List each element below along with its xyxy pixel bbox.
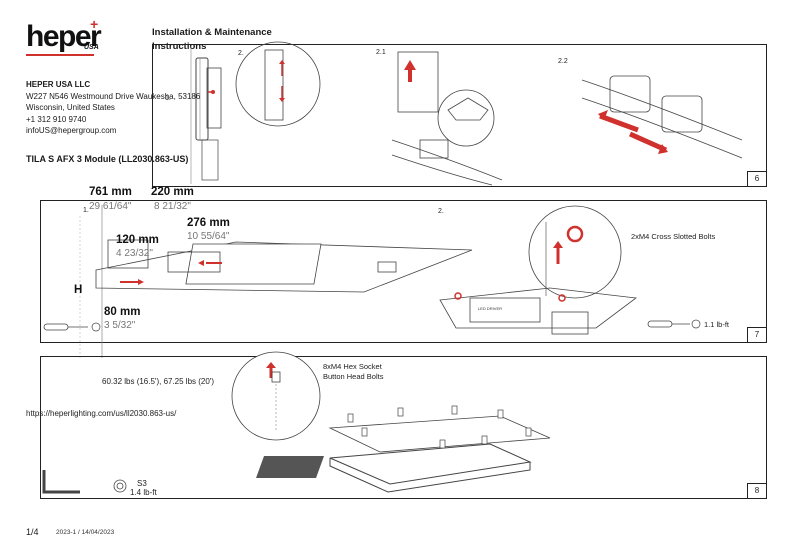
key-size: S3 (137, 479, 147, 488)
dim-module-mm: 120 mm (116, 234, 159, 246)
hex-bolts-label-2: Button Head Bolts (323, 372, 384, 381)
panel-number: 8 (747, 483, 766, 498)
bolts-label: 2xM4 Cross Slotted Bolts (631, 232, 716, 241)
torque-label: 1.1 lb-ft (704, 320, 730, 329)
logo-underline (26, 54, 94, 56)
product-url[interactable]: https://heperlighting.com/us/ll2030.863-… (26, 409, 177, 418)
dim-base-mm: 80 mm (104, 306, 141, 318)
company-info: HEPER USA LLC W227 N546 Westmound Drive … (26, 79, 201, 137)
torque-label: 1.4 lb-ft (130, 488, 157, 497)
dim-width-in: 8 21/32" (154, 201, 191, 212)
dim-base-in: 3 5/32" (104, 320, 136, 331)
company-name: HEPER USA LLC (26, 80, 91, 89)
logo-plus-icon: + (90, 16, 99, 32)
company-phone: +1 312 910 9740 (26, 114, 87, 124)
version-date: 2023-1 / 14/04/2023 (56, 529, 115, 536)
dim-length-in: 29 61/64" (89, 201, 132, 212)
step-label: 2. (438, 208, 444, 215)
company-address: W227 N546 Westmound Drive Waukesha, 5318… (26, 91, 201, 101)
step-label: 2. (238, 50, 244, 57)
step-label: 2.1 (376, 49, 386, 56)
panel-7: 7 (40, 200, 767, 343)
logo-sub: USA (84, 44, 99, 51)
step-label: 2.2 (558, 58, 568, 65)
step-label: 1. (165, 95, 171, 102)
panel-number: 6 (747, 171, 766, 186)
driver-label: LED DRIVER (478, 306, 503, 311)
dim-depth-in: 10 55/64" (187, 231, 230, 242)
dim-depth-mm: 276 mm (187, 217, 230, 229)
hex-bolts-label-1: 8xM4 Hex Socket (323, 362, 382, 371)
panel-6: 6 (152, 44, 767, 187)
page-number: 1/4 (26, 527, 39, 537)
dim-length-mm: 761 mm (89, 186, 132, 198)
weights-text: 60.32 lbs (16.5'), 67.25 lbs (20') (102, 377, 215, 386)
company-country: Wisconsin, United States (26, 103, 115, 112)
step-label: 1. (83, 207, 89, 214)
brand-logo: heper (26, 20, 102, 53)
dim-width-mm: 220 mm (151, 186, 194, 198)
dim-height-label: H (74, 284, 83, 296)
product-name: TILA S AFX 3 Module (LL2030.863-US) (26, 154, 189, 164)
dim-module-in: 4 23/32" (116, 248, 153, 259)
company-email: infoUS@hepergroup.com (26, 126, 117, 135)
document-title: Installation & Maintenance Instructions (152, 27, 272, 52)
panel-8: 8 (40, 356, 767, 499)
panel-number: 7 (747, 327, 766, 342)
